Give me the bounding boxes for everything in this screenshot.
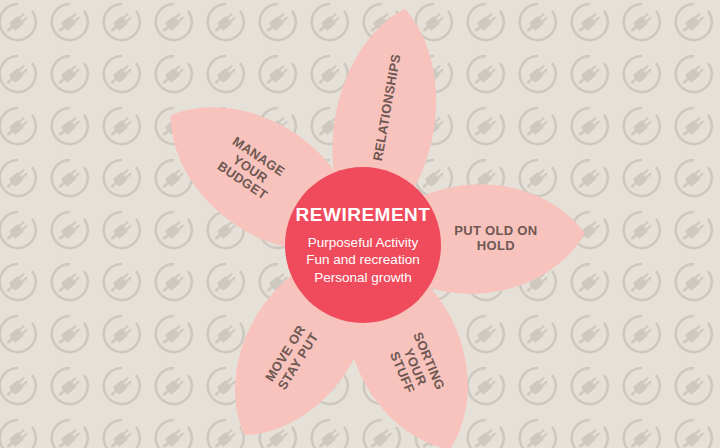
center-title: REWIREMENT (296, 204, 431, 226)
center-body: Purposeful Activity Fun and recreation P… (297, 234, 429, 287)
petal-label: PUT OLD ON HOLD (449, 224, 541, 253)
center-circle: REWIREMENT Purposeful Activity Fun and re… (285, 167, 441, 323)
